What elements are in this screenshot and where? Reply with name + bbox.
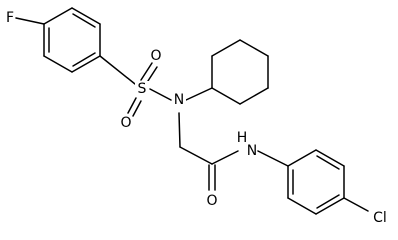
sulfonyl-oxygen-bottom-label: O [120,115,131,131]
chlorine-atom-label: Cl [373,210,387,226]
amide-nitrogen-label: N [247,143,257,159]
fluorine-bond [15,17,45,25]
carbonyl-oxygen-label: O [206,193,217,209]
carbonyl-amide-nitrogen-bond [211,150,239,165]
sulfur-nitrogen-bond [149,88,172,101]
sulfonyl-oxygen-top-label: O [150,48,161,64]
fluorine-atom-label: F [6,10,14,26]
sulfonamide-nitrogen-label: N [174,92,184,108]
sulfonyl-oxygen-bottom-bond [127,97,142,117]
nitrogen-cyclohexyl-bond [185,87,213,101]
cyclohexyl-ring [211,39,269,105]
nitrogen-methylene-bond [178,112,181,148]
ring-sulfur-bond [99,55,136,85]
chlorine-bond [343,197,369,212]
fluorophenyl-ring [43,7,101,73]
sulfur-atom-label: S [138,81,147,97]
methylene-carbonyl-bond [179,146,213,165]
chlorophenyl-ring [287,149,345,215]
amide-nitrogen-ring-bond [257,150,289,167]
amide-hydrogen-label: H [237,130,248,146]
carbonyl-double-bond [208,164,216,191]
